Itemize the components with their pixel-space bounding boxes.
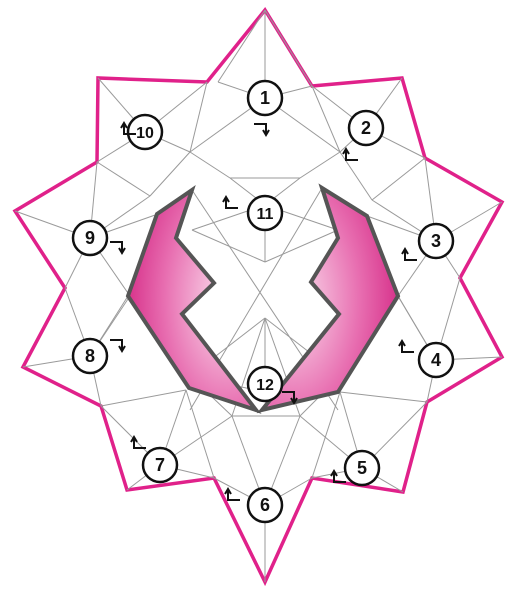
node-label: 10 bbox=[136, 125, 154, 142]
node-label: 8 bbox=[85, 346, 95, 366]
node-label: 4 bbox=[431, 350, 441, 370]
node-label: 11 bbox=[257, 206, 274, 223]
node-label: 2 bbox=[361, 118, 371, 138]
node-label: 3 bbox=[431, 231, 441, 251]
node-label: 5 bbox=[357, 458, 367, 478]
node-label: 1 bbox=[260, 88, 270, 108]
node-label: 12 bbox=[256, 377, 274, 394]
node-label: 6 bbox=[260, 495, 270, 515]
node-label: 9 bbox=[85, 228, 95, 248]
node-label: 7 bbox=[155, 455, 165, 475]
